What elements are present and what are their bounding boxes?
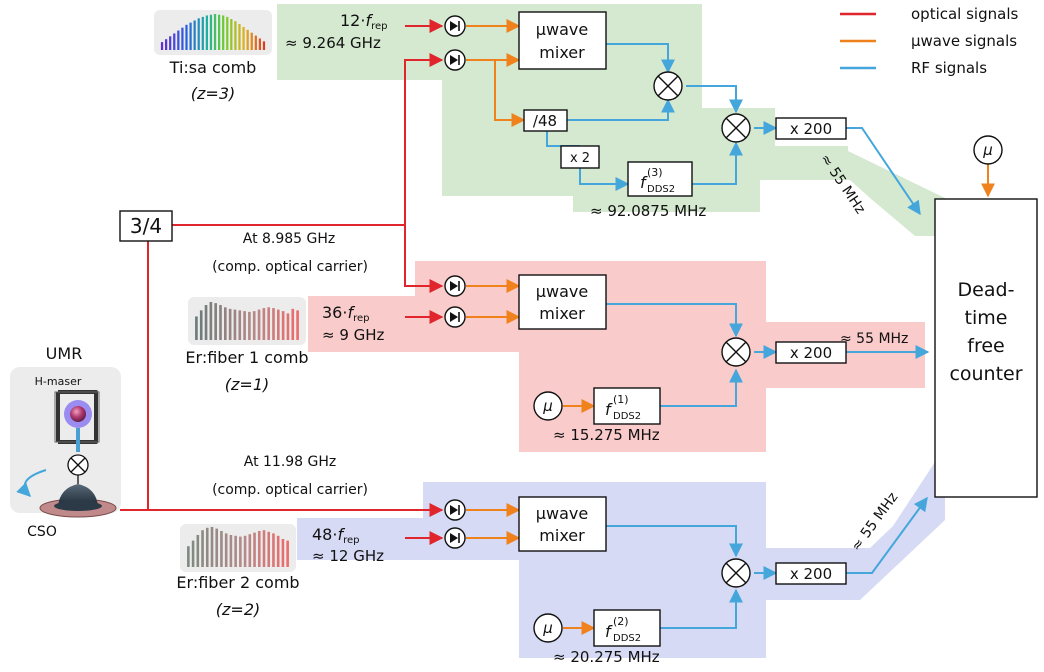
mu-source-icon: µ xyxy=(533,613,563,643)
cso-icon xyxy=(39,484,117,518)
blue-freq-label: ≈ 12 GHz xyxy=(312,547,384,565)
er1-spectrum-bg xyxy=(188,297,306,345)
mu-source-icon: µ xyxy=(533,391,563,421)
green-dds-freq: ≈ 92.0875 MHz xyxy=(590,202,706,220)
legend-optical-label: optical signals xyxy=(911,5,1018,23)
svg-text:DDS2: DDS2 xyxy=(647,184,675,195)
svg-text:(3): (3) xyxy=(647,166,663,179)
carrier-1-line1: At 8.985 GHz xyxy=(243,231,336,247)
green-freq-label: ≈ 9.264 GHz xyxy=(285,34,381,52)
red-freq-label: ≈ 9 GHz xyxy=(322,326,385,344)
blue-mixer: µwave mixer xyxy=(518,496,607,552)
photodiode-icon xyxy=(444,527,466,549)
svg-text:time: time xyxy=(965,307,1008,329)
blue-dds-freq: ≈ 20.275 MHz xyxy=(553,648,660,666)
svg-text:/48: /48 xyxy=(533,112,557,130)
optical-lines xyxy=(120,19,444,545)
umr-block: UMR H-maser CSO xyxy=(10,344,121,540)
photodiodes xyxy=(444,15,466,549)
photodiode-icon xyxy=(444,306,466,328)
mixer-icon xyxy=(67,454,89,476)
carrier-1-line2: (comp. optical carrier) xyxy=(212,259,368,275)
splitter-box: 3/4 xyxy=(119,210,173,242)
blue-harmonic-label: 48·frep xyxy=(312,525,360,546)
svg-text:f: f xyxy=(605,622,613,641)
photodiode-icon xyxy=(444,275,466,297)
divide-by-48-box: /48 xyxy=(523,109,568,132)
mu-source-icon: µ xyxy=(973,135,1003,165)
er1-z-label: (z=1) xyxy=(225,375,269,394)
svg-text:(2): (2) xyxy=(613,615,629,628)
svg-text:mixer: mixer xyxy=(539,304,585,323)
svg-text:x 200: x 200 xyxy=(790,120,832,138)
svg-text:µ: µ xyxy=(982,141,993,159)
umr-title: UMR xyxy=(46,344,83,363)
svg-text:f: f xyxy=(605,400,613,419)
red-dds-freq: ≈ 15.275 MHz xyxy=(553,426,660,444)
svg-text:Dead-: Dead- xyxy=(958,279,1015,301)
svg-text:f: f xyxy=(640,173,648,192)
svg-text:mixer: mixer xyxy=(539,526,585,545)
svg-text:free: free xyxy=(967,335,1004,357)
red-zone xyxy=(308,261,925,452)
svg-text:µwave: µwave xyxy=(536,20,588,39)
photodiode-icon xyxy=(444,499,466,521)
green-mixer: µwave mixer xyxy=(518,11,607,70)
svg-text:µ: µ xyxy=(542,619,553,637)
tisa-comb-label: Ti:sa comb xyxy=(169,58,257,77)
red-x200-box: x 200 xyxy=(775,341,847,364)
svg-text:mixer: mixer xyxy=(539,43,585,62)
svg-text:3/4: 3/4 xyxy=(130,214,162,238)
er1-comb-label: Er:fiber 1 comb xyxy=(185,348,308,367)
carrier-2-line1: At 11.98 GHz xyxy=(244,454,337,470)
mixer-icon xyxy=(721,558,751,588)
er2-comb-label: Er:fiber 2 comb xyxy=(176,573,299,592)
red-mixer: µwave mixer xyxy=(518,274,607,330)
svg-text:x 200: x 200 xyxy=(790,565,832,583)
svg-text:(1): (1) xyxy=(613,393,629,406)
mixer-icon xyxy=(721,337,751,367)
blue-dds-box: f (2) DDS2 xyxy=(593,609,661,647)
legend-rf-label: RF signals xyxy=(911,59,987,77)
tisa-z-label: (z=3) xyxy=(191,84,235,103)
tisa-spectrum xyxy=(160,14,266,50)
cso-label: CSO xyxy=(27,524,57,540)
uwave-lines xyxy=(466,19,995,635)
er1-spectrum xyxy=(195,302,299,340)
er2-spectrum xyxy=(187,527,289,567)
green-dds-box: f (3) DDS2 xyxy=(627,161,693,197)
blue-x200-box: x 200 xyxy=(775,562,847,585)
svg-text:x 2: x 2 xyxy=(570,151,590,166)
mixer-icon xyxy=(721,113,751,143)
green-x200-box: x 200 xyxy=(775,117,847,140)
red-dds-box: f (1) DDS2 xyxy=(593,387,661,425)
green-harmonic-label: 12·frep xyxy=(340,11,388,32)
times-2-box: x 2 xyxy=(560,145,600,169)
svg-text:DDS2: DDS2 xyxy=(613,411,641,422)
photodiode-icon xyxy=(444,15,466,37)
svg-text:DDS2: DDS2 xyxy=(613,633,641,644)
svg-text:µwave: µwave xyxy=(536,504,588,523)
red-harmonic-label: 36·frep xyxy=(322,303,370,324)
svg-text:µ: µ xyxy=(542,397,553,415)
legend-uwave-label: µwave signals xyxy=(911,32,1017,50)
h-maser-label: H-maser xyxy=(35,375,82,388)
photodiode-icon xyxy=(444,49,466,71)
dead-time-free-counter: Dead- time free counter xyxy=(934,198,1038,498)
svg-text:x 200: x 200 xyxy=(790,344,832,362)
mixer-icon xyxy=(653,71,683,101)
er2-spectrum-bg xyxy=(180,524,296,572)
tisa-spectrum-bg xyxy=(154,10,272,55)
er2-z-label: (z=2) xyxy=(216,600,260,619)
svg-text:counter: counter xyxy=(949,363,1022,385)
carrier-2-line2: (comp. optical carrier) xyxy=(212,482,368,498)
red-out-freq: ≈ 55 MHz xyxy=(840,331,908,347)
svg-text:µwave: µwave xyxy=(536,282,588,301)
legend: optical signals µwave signals RF signals xyxy=(840,5,1018,77)
